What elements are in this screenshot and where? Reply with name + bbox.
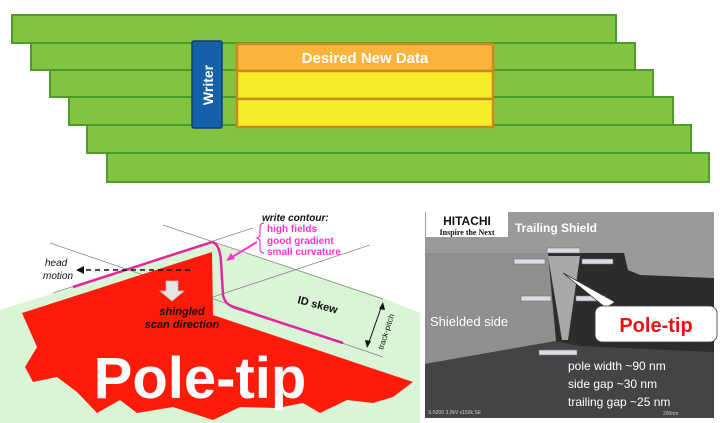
instrument-info: S-5200 3.0kV x150k SE [428, 410, 482, 416]
track-pitch-arrowhead-top [379, 302, 385, 310]
shielded-side-region [425, 253, 556, 364]
pole-width-spec: pole width ~90 nm [568, 359, 666, 373]
track-1 [11, 14, 617, 44]
pole-tip-shape [22, 252, 413, 420]
scan-direction-label: shingled [159, 306, 205, 318]
pole-tip-callout-text: Pole-tip [619, 315, 692, 337]
writer-label: Writer [200, 64, 216, 105]
pole-tip-callout [594, 305, 718, 343]
hitachi-logo-text: HITACHI [443, 214, 491, 228]
old-data-row-1 [235, 69, 495, 101]
sem-image: HITACHI Inspire the Next Trailing Shield… [425, 212, 718, 418]
hitachi-tagline: Inspire the Next [440, 228, 495, 237]
scan-direction-arrow-icon [158, 280, 186, 302]
new-data-label: Desired New Data [302, 50, 429, 67]
contour-bracket [255, 222, 265, 254]
scan-direction-label: scan direction [145, 319, 220, 331]
pole-region [548, 256, 580, 340]
scale-bar-label: 200nm [663, 411, 678, 417]
write-contour-item: good gradient [267, 236, 334, 247]
head-motion-arrowhead [76, 266, 84, 274]
pole-tip-title: Pole-tip [94, 346, 307, 411]
lower-region [425, 341, 714, 418]
write-contour-title: write contour: [262, 213, 329, 224]
write-contour-item: high fields [267, 224, 317, 235]
callout-pointer [562, 272, 616, 309]
writer-head [191, 40, 223, 129]
trailing-shield-label: Trailing Shield [515, 221, 597, 235]
write-contour-item: small curvature [267, 247, 341, 258]
track-pitch-arrow [367, 304, 383, 346]
old-data-row-2 [235, 97, 495, 129]
data-block [235, 42, 495, 129]
contour-pointer-head [226, 253, 235, 261]
trailing-gap-spec: trailing gap ~25 nm [568, 395, 670, 409]
shielded-side-label: Shielded side [430, 314, 508, 329]
head-motion-label: head [45, 258, 68, 269]
side-gap-spec: side gap ~30 nm [568, 377, 657, 391]
track-5 [86, 124, 692, 154]
hitachi-logo [426, 212, 508, 237]
head-motion-label: motion [43, 271, 73, 282]
track-pitch-arrowhead-bottom [365, 340, 371, 348]
track-6 [106, 152, 710, 183]
contour-pointer-arrow [228, 241, 258, 260]
write-contour [72, 240, 344, 345]
measurement-markers [513, 247, 614, 356]
